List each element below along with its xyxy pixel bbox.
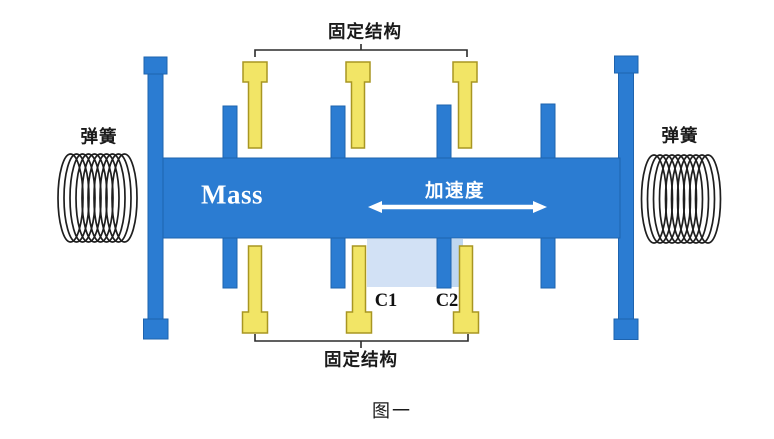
fixed-comb-bottom-1 [241,245,269,334]
mass-label: Mass [201,179,263,210]
left-anchor [143,56,169,340]
fixed-comb-top-3 [452,61,478,149]
fixed-comb-top-2 [345,61,371,149]
spring-coil-left [57,153,138,243]
spring-right-label: 弹簧 [661,125,699,146]
fixed-comb-bottom-3 [452,245,480,334]
mass-finger-top-1 [222,105,238,160]
fixed-structure-bottom-label: 固定结构 [324,349,398,370]
figure-caption: 图一 [372,401,412,421]
proof-mass-structure [143,55,639,340]
fixed-structure-bracket-top [254,44,468,57]
fixed-structure-bracket-bottom [254,334,469,348]
right-anchor-stem [618,61,634,335]
mass-finger-bottom-1 [222,236,238,289]
mass-finger-bottom-3 [436,236,452,289]
mass-bar [162,157,621,239]
acceleration-arrow [368,201,547,213]
fixed-structure-top-label: 固定结构 [328,21,402,42]
mass-finger-bottom-4 [540,236,556,289]
mass-finger-top-2 [330,105,346,160]
spring-left-label: 弹簧 [80,126,118,147]
fixed-combs-top [242,61,478,149]
right-anchor-bottom-cap [613,318,639,340]
mass-finger-top-3 [436,104,452,160]
right-anchor [613,55,639,340]
right-anchor-top-cap [614,55,639,74]
left-anchor-bottom-cap [143,318,169,340]
acceleration-label: 加速度 [424,179,486,201]
capacitor1-label: C1 [374,290,398,311]
mass-finger-top-4 [540,103,556,160]
fixed-comb-bottom-2 [345,245,373,334]
left-anchor-top-cap [143,56,168,75]
left-anchor-stem [147,61,164,335]
capacitor2-label: C2 [435,290,459,311]
fixed-combs-bottom [241,245,480,334]
mass-finger-bottom-2 [330,236,346,289]
fixed-comb-top-1 [242,61,268,149]
spring-coil-right [640,154,722,244]
